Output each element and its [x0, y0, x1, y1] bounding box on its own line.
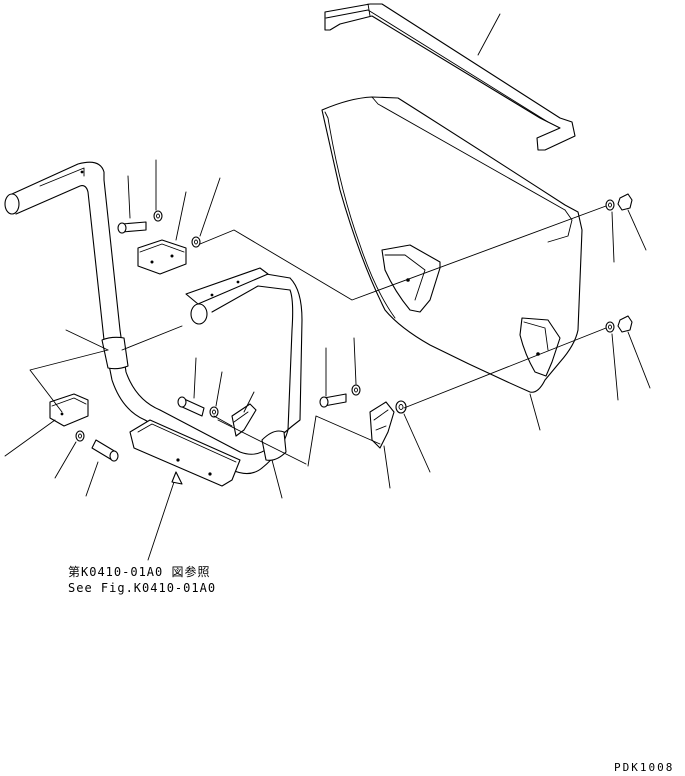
bolt-right	[319, 393, 347, 408]
drawing-code: PDK1008	[614, 761, 675, 774]
nut-upper	[191, 236, 201, 248]
bolt-lower	[91, 439, 119, 462]
nut-right-bottom	[617, 315, 633, 333]
washer-lower	[75, 430, 85, 442]
handrail-pipe	[4, 161, 303, 487]
clip-right	[369, 401, 395, 449]
reference-note-jp: 第K0410-01A0 図参照	[68, 565, 211, 579]
washer-right-top	[605, 199, 615, 211]
clamp-lower	[49, 393, 89, 427]
clip-center	[231, 403, 257, 437]
washer-center	[209, 406, 219, 418]
clamp-upper	[137, 239, 187, 275]
washer-upper	[153, 210, 163, 222]
washer-clip	[395, 400, 407, 414]
bolt-upper	[117, 221, 147, 234]
leader-lines	[4, 13, 651, 561]
side-cover-panel	[321, 96, 583, 393]
bolt-center	[177, 396, 205, 417]
washer-right	[351, 384, 361, 396]
reference-note-en: See Fig.K0410-01A0	[68, 581, 217, 595]
washer-right-bottom	[605, 321, 615, 333]
rubber-strip	[324, 3, 576, 151]
nut-right-top	[617, 193, 633, 211]
